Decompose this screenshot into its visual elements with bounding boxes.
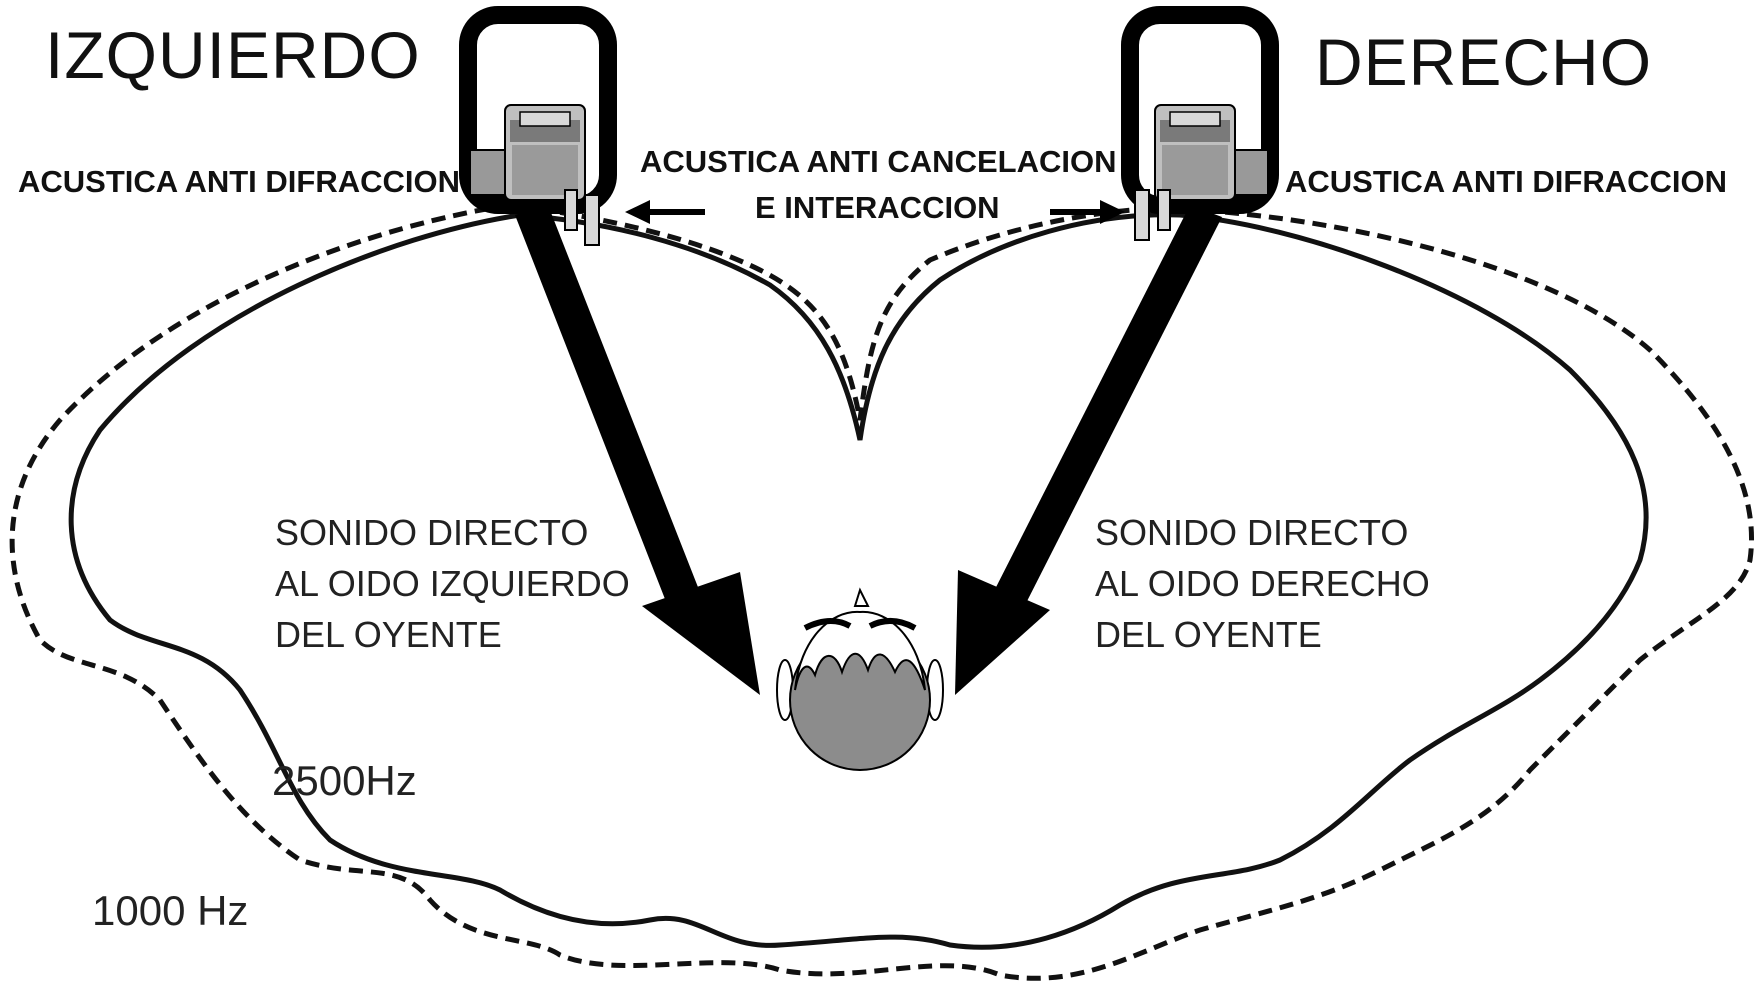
- right-small-arrow: [1050, 200, 1125, 224]
- right-direct-line1: SONIDO DIRECTO: [1095, 512, 1408, 553]
- right-direct-line2: AL OIDO DERECHO: [1095, 563, 1430, 604]
- left-direct-line3: DEL OYENTE: [275, 614, 502, 655]
- right-direct-line3: DEL OYENTE: [1095, 614, 1322, 655]
- right-speaker-cabinet: [1121, 6, 1279, 214]
- left-small-arrow: [625, 200, 705, 224]
- left-speaker: [459, 6, 617, 246]
- left-direct-line1: SONIDO DIRECTO: [275, 512, 588, 553]
- listener-head: [776, 587, 944, 771]
- right-direct-sound-arrow: [955, 205, 1222, 695]
- right-anti-diffraction-label: ACUSTICA ANTI DIFRACCION: [1285, 164, 1727, 199]
- left-direct-line2: AL OIDO IZQUIERDO: [275, 563, 630, 604]
- right-speaker: [1121, 6, 1279, 241]
- dispersion-1000hz-curve: [9, 202, 1754, 981]
- left-speaker-cabinet: [459, 6, 617, 214]
- left-title: IZQUIERDO: [45, 18, 421, 92]
- anti-cancel-label-line2: E INTERACCION: [755, 190, 1000, 225]
- freq-2500-label: 2500Hz: [272, 757, 417, 804]
- dispersion-2500hz-curve: [68, 212, 1649, 950]
- left-direct-sound-arrow: [515, 205, 760, 695]
- freq-1000-label: 1000 Hz: [92, 887, 248, 934]
- anti-cancel-label-line1: ACUSTICA ANTI CANCELACION: [640, 144, 1116, 179]
- right-title: DERECHO: [1315, 25, 1652, 99]
- left-anti-diffraction-label: ACUSTICA ANTI DIFRACCION: [18, 164, 460, 199]
